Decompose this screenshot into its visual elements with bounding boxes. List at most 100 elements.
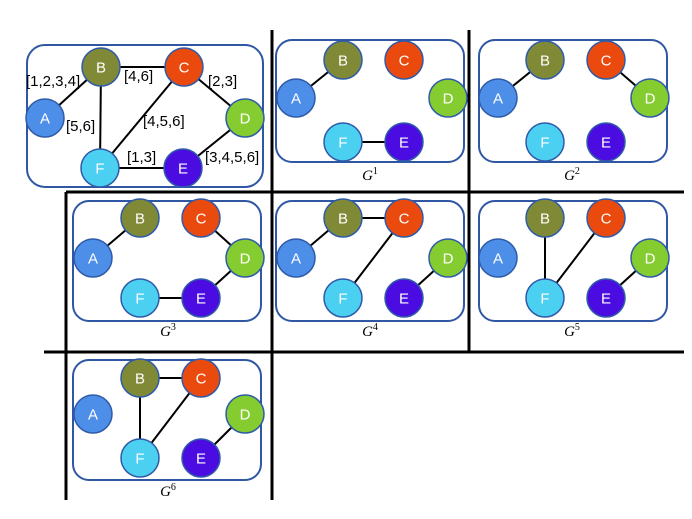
g3-node-f: F [120,278,160,318]
node-circle [525,122,565,162]
node-circle [384,40,424,80]
g6-node-d: D [225,394,265,434]
node-circle [73,238,113,278]
node-circle [586,278,626,318]
g4-node-c: C [384,198,424,238]
node-circle [428,78,468,118]
node-circle [586,122,626,162]
node-label: A [40,111,50,128]
node-label: E [601,135,611,152]
node-label: E [196,451,206,468]
edge-label-f-e: [1,3] [127,149,156,166]
node-label: B [540,211,550,228]
snapshot-caption: G6 [160,482,176,500]
main-node-a: A [25,98,65,138]
node-label: C [399,211,410,228]
node-circle [120,198,160,238]
edge-label-b-c: [4,6] [124,68,153,85]
node-circle [323,198,363,238]
g3-node-d: D [225,238,265,278]
node-circle [478,238,518,278]
g5-node-e: E [586,278,626,318]
g5-node-f: F [525,278,565,318]
main-node-b: B [81,47,121,87]
main-node-d: D [225,98,265,138]
node-circle [428,238,468,278]
g6-node-a: A [73,394,113,434]
node-label: F [135,291,144,308]
node-label: C [399,53,410,70]
g1-node-b: B [323,40,363,80]
node-circle [630,78,670,118]
node-circle [225,394,265,434]
node-circle [276,78,316,118]
node-circle [525,40,565,80]
node-circle [276,238,316,278]
g1-node-e: E [384,122,424,162]
node-circle [181,278,221,318]
node-circle [181,438,221,478]
node-circle [323,122,363,162]
node-label: D [645,91,656,108]
node-label: D [645,251,656,268]
node-circle [478,78,518,118]
node-label: A [291,251,301,268]
g4-node-b: B [323,198,363,238]
node-label: E [399,135,409,152]
node-label: B [338,211,348,228]
node-circle [73,394,113,434]
node-label: E [601,291,611,308]
g5-node-b: B [525,198,565,238]
node-circle [225,238,265,278]
node-label: A [291,91,301,108]
node-label: F [338,135,347,152]
node-circle [225,98,265,138]
node-label: D [240,111,251,128]
node-circle [525,278,565,318]
g2-node-e: E [586,122,626,162]
snapshot-caption: G4 [362,322,378,340]
node-label: E [196,291,206,308]
g1-node-d: D [428,78,468,118]
node-circle [181,198,221,238]
node-circle [586,40,626,80]
node-label: A [493,91,503,108]
g3-node-c: C [181,198,221,238]
g4-node-a: A [276,238,316,278]
node-label: D [443,251,454,268]
grid-dividers [44,30,684,500]
node-circle [384,122,424,162]
node-label: F [135,451,144,468]
g4-node-f: F [323,278,363,318]
node-label: C [196,211,207,228]
node-circle [586,198,626,238]
g2-node-b: B [525,40,565,80]
g2-node-f: F [525,122,565,162]
edge-label-c-d: [2,3] [208,73,237,90]
g5-node-c: C [586,198,626,238]
node-label: C [196,371,207,388]
node-circle [120,438,160,478]
edge-label-b-f: [5,6] [66,118,95,135]
g6-node-c: C [181,358,221,398]
g4-node-d: D [428,238,468,278]
node-circle [384,278,424,318]
g3-node-a: A [73,238,113,278]
snapshot-caption: G2 [564,166,580,184]
node-label: B [540,53,550,70]
node-label: B [96,60,106,77]
node-circle [80,148,120,188]
node-label: F [95,161,104,178]
node-circle [120,358,160,398]
node-label: D [443,91,454,108]
g6-node-e: E [181,438,221,478]
node-label: B [135,211,145,228]
node-circle [323,278,363,318]
